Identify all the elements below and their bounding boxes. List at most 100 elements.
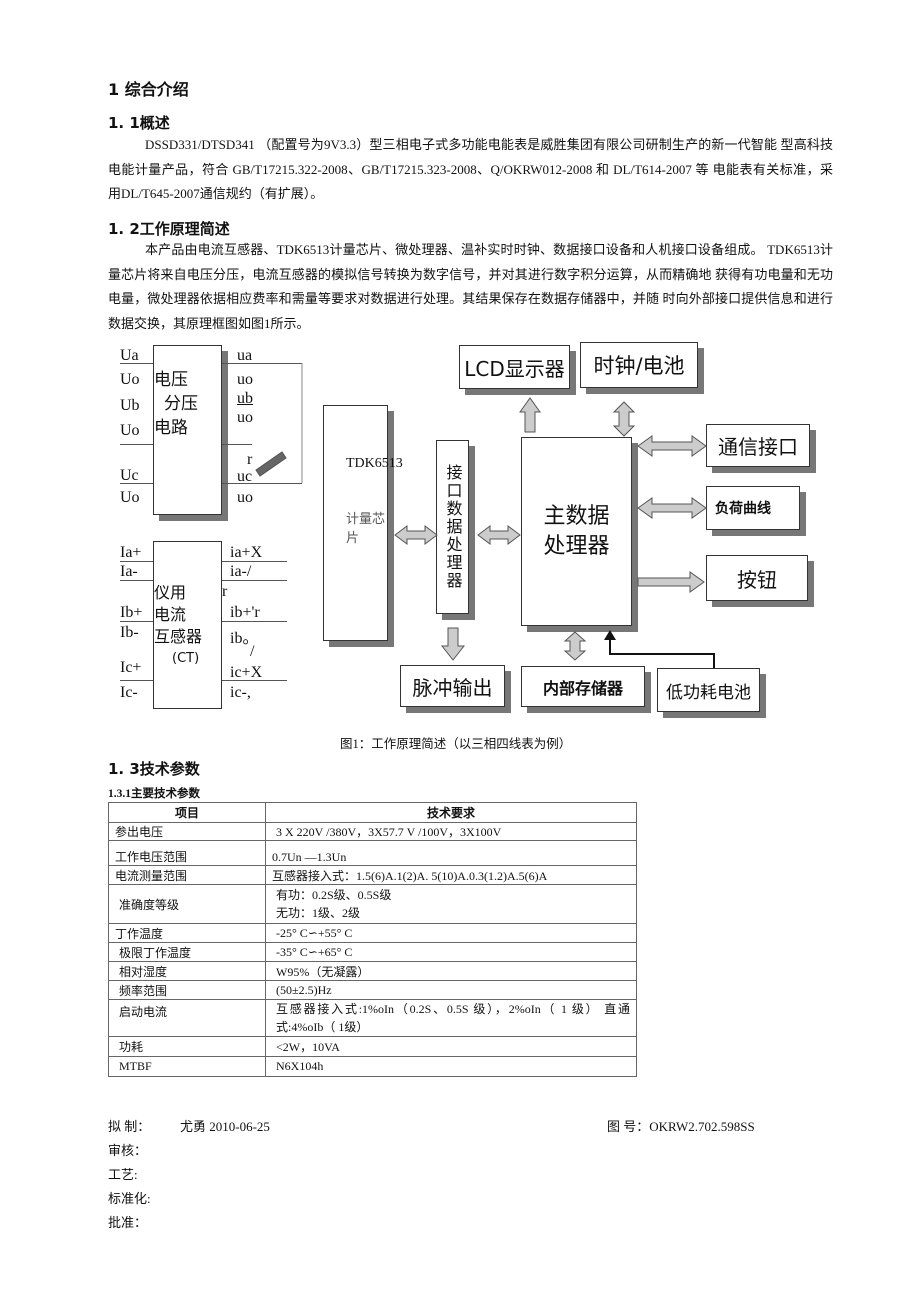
arrow-right-icon <box>637 571 705 593</box>
double-arrow-icon <box>394 525 438 545</box>
table-row: 准确度等级有功：0.2S级、0.5S级无功：1级、2级 <box>108 884 637 924</box>
label: Ub <box>120 397 140 414</box>
label: Uo <box>120 489 140 506</box>
standardization-label: 标准化: <box>108 1191 151 1206</box>
paragraph: 本产品由电流互感器、TDK6513计量芯片、微处理器、温补实时时钟、数据接口设备… <box>108 242 833 331</box>
label: ia+X <box>230 544 263 561</box>
cell: 3 X 220V /380V，3X57.7 V /100V，3X100V <box>265 822 637 841</box>
label: ua <box>237 347 253 364</box>
cell: 极限丁作温度 <box>108 942 266 962</box>
label: Ib+ <box>120 604 143 621</box>
arrow-icon <box>255 451 287 477</box>
label: / <box>250 643 255 660</box>
label: uo <box>237 489 253 506</box>
label: ib+'r <box>230 604 260 621</box>
cell: W95%（无凝露） <box>265 961 637 981</box>
label: Uo <box>120 371 140 388</box>
process-label: 工艺: <box>108 1167 138 1182</box>
table-row: 启动电流互感器接入式:1%oIn（0.2S、0.5S 级），2%oIn（ 1 级… <box>108 999 637 1037</box>
section-heading: 1 综合介绍 <box>108 80 189 99</box>
memory-box: 内部存储器 <box>521 666 645 707</box>
paragraph: DSSD331/DTSD341 （配置号为9V3.3）型三相电子式多功能电能表是… <box>108 137 833 201</box>
cell: <2W，10VA <box>265 1036 637 1057</box>
label: 电路 <box>154 418 188 438</box>
drawing-number: 图 号：OKRW2.702.598SS <box>607 1119 755 1134</box>
subsection-title: 1. 2工作原理简述 <box>108 220 230 238</box>
clock-battery-box: 时钟/电池 <box>580 342 698 388</box>
cell: 互感器接入式：1.5(6)A.1(2)A. 5(10)A.0.3(1.2)A.5… <box>265 865 637 885</box>
label: ic-, <box>230 684 251 701</box>
cell: -35° C∽+65° C <box>265 942 637 962</box>
label: 仪用 <box>154 583 187 602</box>
cell-line: 无功：1级、2级 <box>276 906 361 920</box>
main-processor-box: 主数据处理器 <box>521 437 632 626</box>
cell: 频率范围 <box>108 980 266 1000</box>
table-title: 1.3.1主要技术参数 <box>108 788 200 800</box>
subsection-title: 1. 3技术参数 <box>108 760 200 778</box>
drafted-label: 拟 制： <box>108 1119 151 1134</box>
double-arrow-icon <box>563 631 587 661</box>
voltage-divider-box: 电压分压电路 <box>153 345 222 515</box>
arrow-up-icon <box>519 397 541 433</box>
double-arrow-icon <box>637 435 707 457</box>
drafted-value: 尤勇 2010-06-25 <box>180 1119 270 1134</box>
label: Ua <box>120 347 139 364</box>
label: 计量芯片 <box>346 512 386 546</box>
pulse-output-box: 脉冲输出 <box>400 665 505 707</box>
cell: 启动电流 <box>108 999 266 1037</box>
cell: 工作电压范围 <box>108 840 266 866</box>
label: uo <box>237 409 253 426</box>
lcd-box: LCD显示器 <box>459 345 570 389</box>
table-row: 丁作温度-25° C∽+55° C <box>108 923 637 943</box>
label: uo <box>237 371 253 388</box>
low-power-battery-box: 低功耗电池 <box>657 668 760 712</box>
label: Ib- <box>120 624 139 641</box>
cell: 电流测量范围 <box>108 865 266 885</box>
label: ub <box>237 390 253 407</box>
label: Uo <box>120 422 140 439</box>
review-label: 审核： <box>108 1143 148 1158</box>
cell: 参出电压 <box>108 822 266 841</box>
button-box: 按钮 <box>706 555 808 601</box>
subsection-title: 1. 1概述 <box>108 114 170 132</box>
label: Ic- <box>120 684 138 701</box>
label: ic+X <box>230 664 263 681</box>
label: r <box>222 583 228 600</box>
cell: 互感器接入式:1%oIn（0.2S、0.5S 级），2%oIn（ 1 级） 直通… <box>265 999 637 1037</box>
table-row: 频率范围(50±2.5)Hz <box>108 980 637 1000</box>
label: ia-/ <box>230 563 252 580</box>
label: Ia+ <box>120 544 142 561</box>
label: Ia- <box>120 563 138 580</box>
label: uc <box>237 468 253 485</box>
approval-label: 批准： <box>108 1215 148 1230</box>
cell: -25° C∽+55° C <box>265 923 637 943</box>
label: Ic+ <box>120 659 142 676</box>
table-row: 极限丁作温度-35° C∽+65° C <box>108 942 637 962</box>
double-arrow-icon <box>612 401 636 437</box>
cell: 相对湿度 <box>108 961 266 981</box>
label: (CT) <box>172 651 200 666</box>
label: ib。 <box>230 630 259 647</box>
ct-box: 仪用电流互感器(CT) <box>153 541 222 709</box>
comm-interface-box: 通信接口 <box>706 424 810 467</box>
load-curve-box: 负荷曲线 <box>706 486 800 530</box>
diagram-arrows <box>255 363 715 668</box>
cell: 功耗 <box>108 1036 266 1057</box>
label: 电压 <box>154 370 188 390</box>
double-arrow-icon <box>477 525 521 545</box>
table-row: 电流测量范围互感器接入式：1.5(6)A.1(2)A. 5(10)A.0.3(1… <box>108 865 637 885</box>
cell: 0.7Un —1.3Un <box>265 840 637 866</box>
cell: 丁作温度 <box>108 923 266 943</box>
cell: N6X104h <box>265 1056 637 1077</box>
interface-processor-box: 接口数据处理器 <box>436 440 469 614</box>
label: Uc <box>120 467 139 484</box>
label: 电流 <box>154 605 187 624</box>
cell: MTBF <box>108 1056 266 1077</box>
table-row: 功耗<2W，10VA <box>108 1036 637 1057</box>
figure-caption: 图1：工作原理简述（以三相四线表为例） <box>340 737 572 751</box>
